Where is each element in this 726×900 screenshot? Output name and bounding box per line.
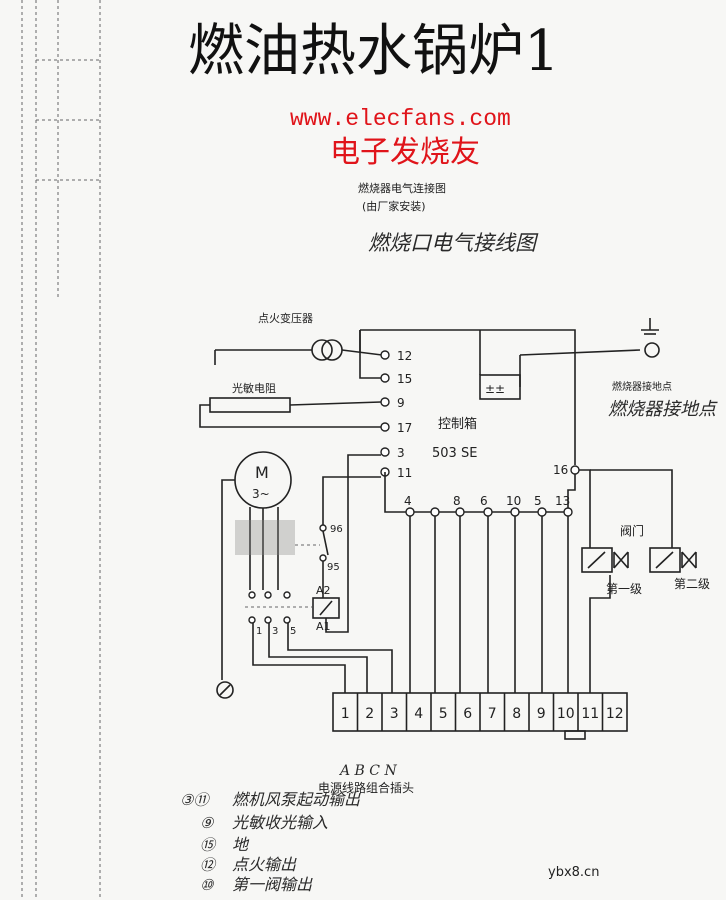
note-num: ⑨ xyxy=(200,814,215,832)
connector-pin-4: 4 xyxy=(414,706,423,722)
subtitle-note: (由厂家安装) xyxy=(362,199,426,213)
note-text: 第一阀输出 xyxy=(232,875,313,894)
svg-text:95: 95 xyxy=(327,562,340,573)
svg-text:5: 5 xyxy=(534,494,542,508)
note-text: 地 xyxy=(232,835,250,854)
ignition-transformer-label: 点火变压器 xyxy=(258,311,313,325)
subtitle-handwritten: 燃烧口电气接线图 xyxy=(368,231,539,255)
subtitle-printed: 燃烧器电气连接图 xyxy=(358,181,446,195)
svg-text:M: M xyxy=(255,463,269,482)
note-num: ⑩ xyxy=(200,876,215,894)
contactor: 1 3 5 A2 A1 96 95 xyxy=(245,454,393,693)
photoresistor-symbol xyxy=(199,397,382,428)
ground-symbol-top xyxy=(641,318,660,358)
svg-text:±±: ±± xyxy=(485,382,505,396)
terminal-9: 9 xyxy=(380,396,405,410)
svg-text:6: 6 xyxy=(480,494,488,508)
svg-text:5: 5 xyxy=(290,626,296,637)
control-box-model: 503 SE xyxy=(432,446,477,461)
connector-pin-9: 9 xyxy=(537,706,546,722)
connector-pin-6: 6 xyxy=(463,706,472,722)
connector-pin-5: 5 xyxy=(439,706,448,722)
watermark-url: www.elecfans.com xyxy=(290,106,511,132)
control-box-label: 控制箱 xyxy=(438,416,477,432)
svg-text:9: 9 xyxy=(397,396,405,410)
valve-label: 阀门 xyxy=(620,523,644,538)
svg-text:10: 10 xyxy=(506,494,521,508)
photoresistor-label: 光敏电阻 xyxy=(232,381,276,395)
valve-stage1 xyxy=(581,547,629,573)
connector-pin-2: 2 xyxy=(365,706,374,722)
connector-pin-11: 11 xyxy=(581,706,599,722)
svg-text:3: 3 xyxy=(272,626,278,637)
connector-pin-3: 3 xyxy=(390,706,399,722)
note-num: ⑫ xyxy=(200,856,217,874)
connector-pin-1: 1 xyxy=(341,706,350,722)
svg-text:11: 11 xyxy=(397,466,412,480)
svg-text:A1: A1 xyxy=(316,620,331,633)
ground-point-label: 燃烧器接地点 xyxy=(612,380,672,393)
note-num: ③⑪ xyxy=(180,791,210,809)
terminal-12: 12 xyxy=(380,349,412,363)
svg-text:12: 12 xyxy=(397,349,412,363)
svg-text:3~: 3~ xyxy=(252,487,270,501)
svg-text:17: 17 xyxy=(397,421,412,435)
svg-text:15: 15 xyxy=(397,372,412,386)
note-num: ⑮ xyxy=(200,836,217,854)
svg-text:96: 96 xyxy=(330,524,343,535)
connector-pin-7: 7 xyxy=(488,706,497,722)
connector-pin-10: 10 xyxy=(557,706,575,722)
ground-point-handwritten: 燃烧器接地点 xyxy=(608,399,718,420)
connector-caption: 电源线路组合插头 xyxy=(318,780,414,795)
connector-wires xyxy=(409,469,673,693)
terminal-3: 3 xyxy=(380,446,405,460)
watermark-name: 电子发烧友 xyxy=(330,135,480,170)
svg-text:13: 13 xyxy=(555,494,570,508)
svg-text:4: 4 xyxy=(404,494,412,508)
svg-text:1: 1 xyxy=(256,626,262,637)
terminal-15: 15 xyxy=(380,372,412,386)
svg-text:3: 3 xyxy=(397,446,405,460)
valve-stage2 xyxy=(649,547,697,573)
note-text: 光敏收光输入 xyxy=(232,813,328,832)
note-text: 燃机风泵起动输出 xyxy=(232,790,361,809)
stage2-label: 第二级 xyxy=(674,577,710,591)
svg-text:16: 16 xyxy=(553,463,568,477)
left-margin-form xyxy=(21,0,101,900)
phase-labels: A B C N xyxy=(338,763,397,779)
ground-symbol-bottom xyxy=(216,681,234,699)
note-text: 点火输出 xyxy=(232,855,297,874)
connector-pin-8: 8 xyxy=(512,706,521,722)
connector-pin-12: 12 xyxy=(606,706,624,722)
bottom-terminals: 4 8 6 10 5 13 16 xyxy=(384,463,580,517)
motor-symbol: M 3~ xyxy=(221,451,295,680)
svg-text:8: 8 xyxy=(453,494,461,508)
terminal-17: 17 xyxy=(380,421,412,435)
watermark-corner: ybx8.cn xyxy=(548,865,599,880)
transformer-symbol xyxy=(214,339,383,365)
page-title: 燃油热水锅炉1 xyxy=(188,19,560,84)
stage1-label: 第一级 xyxy=(606,582,642,596)
